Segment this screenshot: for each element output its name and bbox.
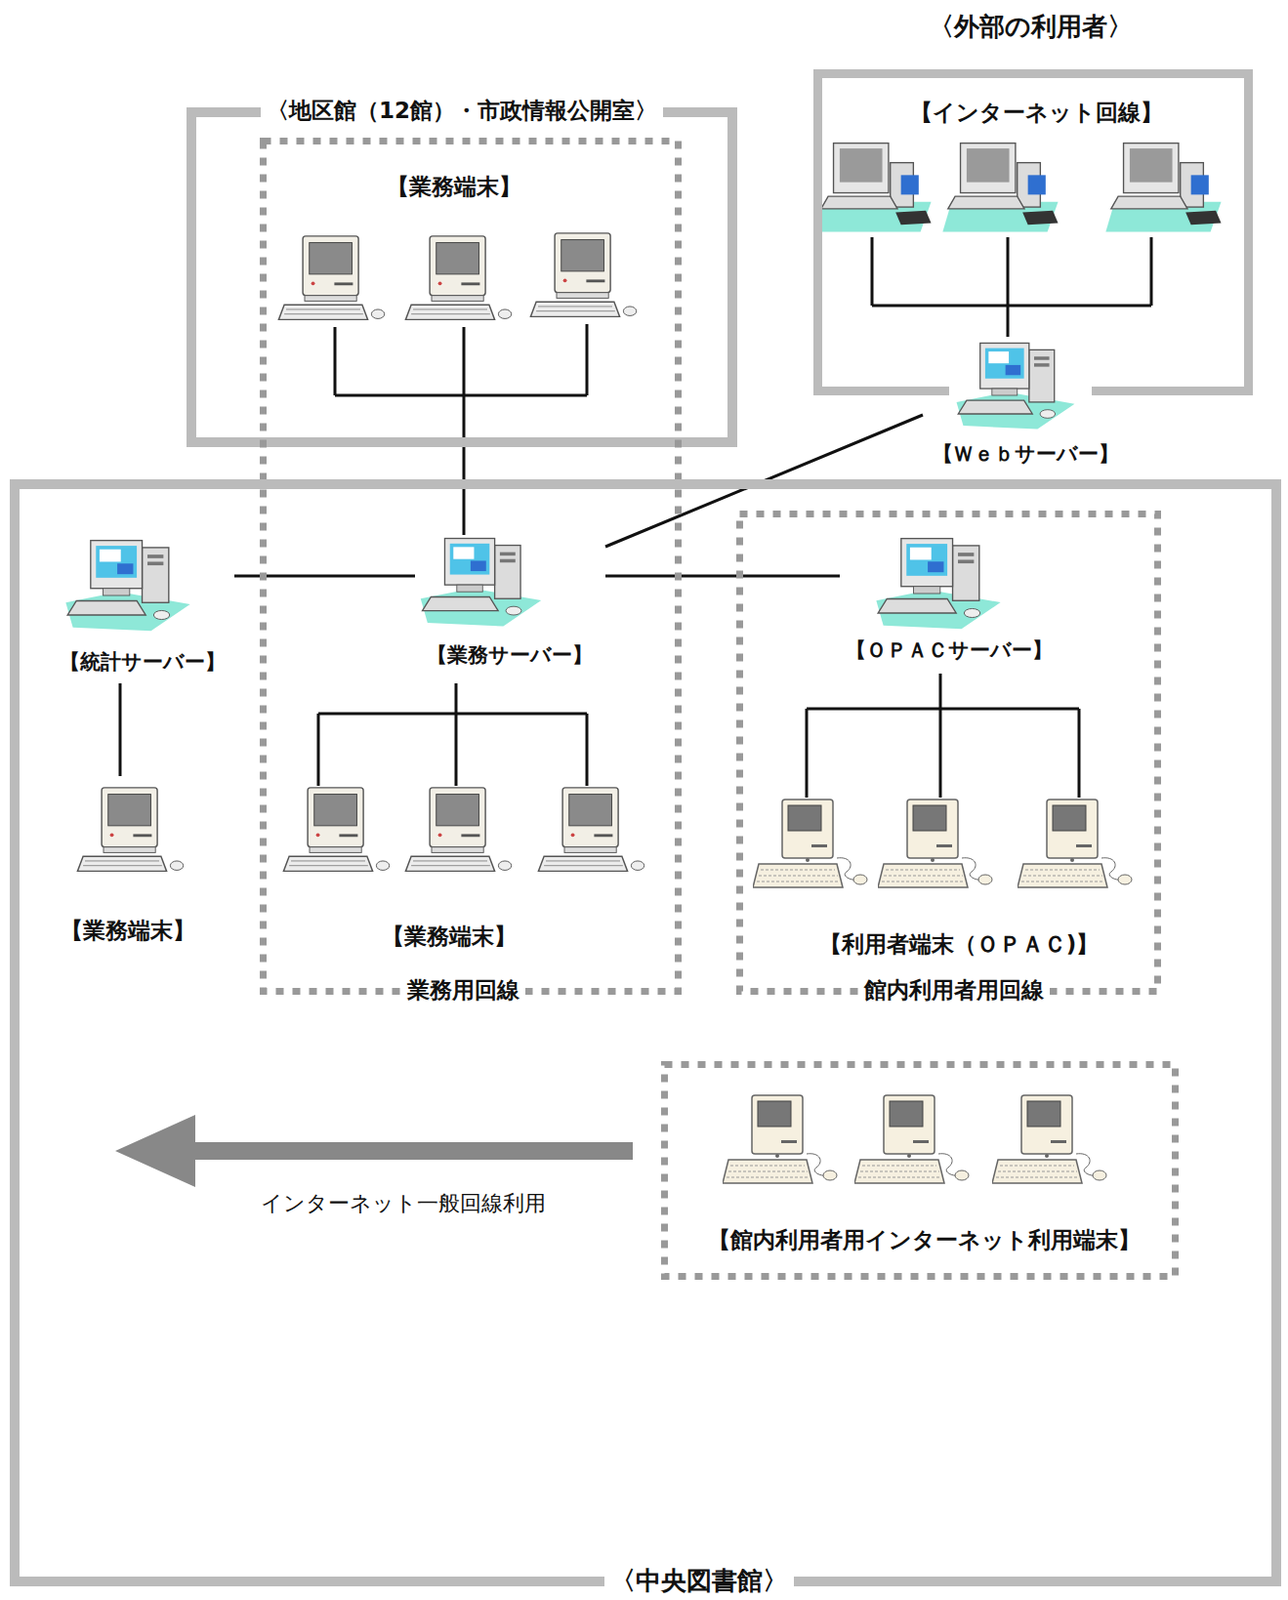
connector-line xyxy=(1006,305,1010,337)
node-group: 【Ｗｅｂサーバー】 xyxy=(922,336,1128,479)
pc-icons xyxy=(65,143,1221,1184)
dotted-outline xyxy=(259,137,682,996)
connector xyxy=(605,576,840,578)
node-label: 業務用回線 xyxy=(401,976,526,1005)
node-label: 【統計サーバー】 xyxy=(53,650,232,676)
connector-line xyxy=(939,673,943,709)
connector-line xyxy=(455,683,458,714)
node-label: 【インターネット回線】 xyxy=(904,98,1169,127)
node-label: 【Ｗｅｂサーバー】 xyxy=(926,442,1125,468)
connector xyxy=(940,673,942,709)
connector xyxy=(120,683,122,777)
node-group: 【業務端末】 xyxy=(273,166,645,396)
node-label: 【ＯＰＡＣサーバー】 xyxy=(839,638,1059,665)
node-label: 【館内利用者用インターネット利用端末】 xyxy=(702,1226,1147,1255)
connector-line xyxy=(462,395,466,536)
node-group: 【業務端末】 xyxy=(273,713,645,962)
connector xyxy=(463,395,465,536)
region-box: 〈地区館（12館）・市政情報公開室〉【業務端末】 xyxy=(186,107,738,448)
node-label: 【業務端末】 xyxy=(54,916,202,946)
node-group: 【業務サーバー】 xyxy=(415,535,606,684)
region-box: 【館内利用者用インターネット利用端末】 xyxy=(661,1061,1179,1281)
node-label: 【業務サーバー】 xyxy=(420,643,599,669)
node-group: 【インターネット回線】 xyxy=(831,97,1241,306)
dotted-outline xyxy=(736,510,1162,996)
node-label: 【業務端末】 xyxy=(375,922,523,952)
node-label: 〈地区館（12館）・市政情報公開室〉 xyxy=(260,96,664,125)
node-group: 【業務端末】 xyxy=(53,776,210,953)
node-group: 【利用者端末（ＯＰＡＣ)】 xyxy=(751,708,1143,967)
node-label: 〈外部の利用者〉 xyxy=(922,10,1139,43)
node-label: 〈中央図書館〉 xyxy=(604,1565,794,1598)
region-box: 〈中央図書館〉【統計サーバー】【業務端末】館内利用者用回線【ＯＰＡＣサーバー】【… xyxy=(9,479,1282,1587)
region-box: 〈外部の利用者〉【インターネット回線】 xyxy=(813,69,1253,396)
connector xyxy=(456,683,458,714)
region-box: 業務用回線【業務サーバー】【業務端末】 xyxy=(259,137,682,996)
node-label: 【利用者端末（ＯＰＡＣ)】 xyxy=(813,930,1106,959)
internet-arrow xyxy=(115,1115,633,1188)
region-box: 館内利用者用回線【ＯＰＡＣサーバー】【利用者端末（ＯＰＡＣ)】 xyxy=(736,510,1162,996)
connector-line xyxy=(119,683,123,777)
node-label: 館内利用者用回線 xyxy=(858,976,1050,1005)
connector-line xyxy=(605,575,840,579)
connector xyxy=(1007,305,1009,337)
node-group: 【統計サーバー】 xyxy=(43,535,235,684)
node-group: 【ＯＰＡＣサーバー】 xyxy=(839,535,1060,674)
free-label: インターネット一般回線利用 xyxy=(256,1190,550,1218)
node-label: 【業務端末】 xyxy=(380,172,528,202)
